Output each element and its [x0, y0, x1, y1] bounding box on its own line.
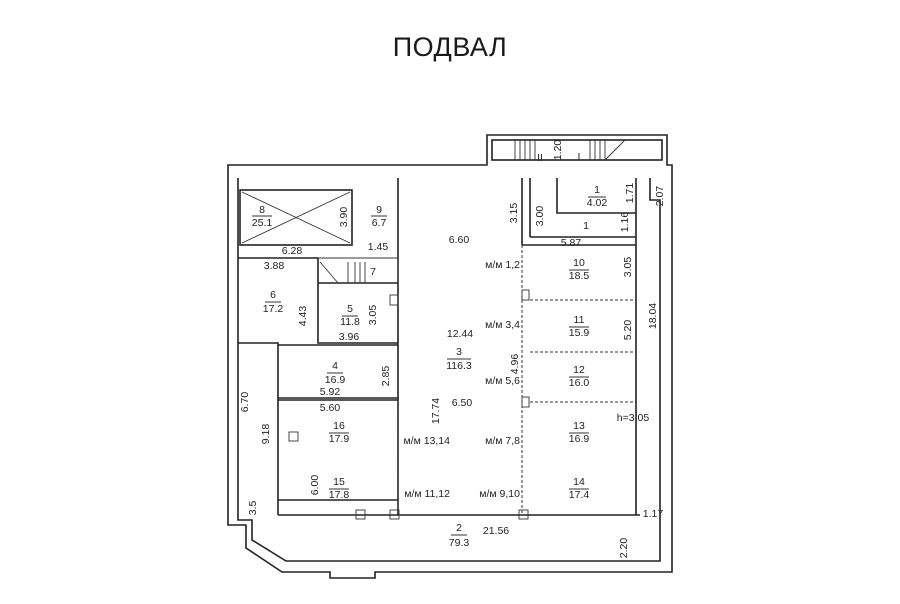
dim-3-00: 3.00	[534, 206, 546, 227]
column	[521, 289, 530, 301]
page-title: ПОДВАЛ	[392, 32, 508, 62]
right-rooms-walls	[522, 178, 637, 515]
fraction-lines	[252, 196, 606, 536]
dim-6-60: 6.60	[449, 234, 470, 246]
dim-1-45: 1.45	[368, 241, 389, 253]
stair-ii-label: II	[537, 152, 543, 164]
room-12-area: 16.0	[569, 377, 590, 389]
room-6-area: 17.2	[263, 303, 284, 315]
dim-1-20: 1.20	[552, 140, 564, 161]
dim-6-70: 6.70	[239, 392, 251, 413]
room-13-area: 16.9	[569, 433, 590, 445]
parking-dividers	[530, 299, 636, 403]
room-14-area: 17.4	[569, 489, 590, 501]
parking-label: м/м 13,14	[403, 435, 450, 447]
column	[355, 509, 366, 520]
parking-label: м/м 9,10	[479, 488, 520, 500]
room-10-area: 18.5	[569, 270, 590, 282]
dim-2-20: 2.20	[618, 538, 630, 559]
dim-6-28: 6.28	[282, 245, 303, 257]
stair-steps	[514, 139, 626, 161]
room-8	[239, 189, 353, 246]
dim-6-50: 6.50	[452, 397, 473, 409]
dim-1-16: 1.16	[619, 212, 631, 233]
dim-6-00: 6.00	[309, 475, 321, 496]
room-6-number: 6	[270, 289, 276, 301]
dim-3-05a: 3.05	[367, 305, 379, 326]
room-1-number: 1	[594, 184, 600, 196]
room-2-number: 2	[456, 522, 462, 534]
room-3-area: 116.3	[446, 360, 472, 372]
dim-21-56: 21.56	[483, 525, 509, 537]
room-5-area: 11.8	[340, 316, 360, 328]
dim-3-88: 3.88	[264, 260, 285, 272]
parking-label: м/м 1,2	[485, 259, 520, 271]
inner-wall	[237, 178, 661, 562]
room-13-number: 13	[573, 420, 585, 432]
dim-3-15: 3.15	[508, 203, 520, 224]
dim-4-43: 4.43	[297, 306, 309, 327]
column	[521, 396, 530, 408]
stair-i-label: I	[578, 151, 581, 163]
dim-1-17: 1.17	[643, 508, 664, 520]
dim-9-18: 9.18	[260, 424, 272, 445]
column	[518, 509, 529, 520]
parking-label: м/м 5,6	[485, 375, 520, 387]
room-3-number: 3	[456, 346, 462, 358]
room-1-area: 4.02	[587, 197, 608, 209]
dim-3-05b: 3.05	[622, 257, 634, 278]
outer-wall	[227, 134, 673, 579]
room-9-area: 6.7	[372, 217, 387, 229]
room-5-number: 5	[347, 303, 353, 315]
room-11-number: 11	[574, 314, 585, 326]
ceiling-height: h=3.05	[617, 412, 650, 424]
dim-4-96: 4.96	[509, 354, 521, 375]
column	[288, 431, 299, 442]
dim-3-90: 3.90	[338, 207, 350, 228]
dim-12-44: 12.44	[447, 328, 473, 340]
dim-2-85: 2.85	[380, 366, 392, 387]
stair-block	[491, 139, 663, 161]
parking-label: м/м 3,4	[485, 319, 520, 331]
column	[389, 294, 399, 306]
room-16-number: 16	[333, 420, 345, 432]
dim-3-5: 3.5	[247, 501, 259, 516]
room-10-number: 10	[573, 257, 585, 269]
room-9-number: 9	[376, 204, 382, 216]
dim-5-60: 5.60	[320, 402, 341, 414]
room-16-area: 17.9	[329, 433, 350, 445]
dim-5-92: 5.92	[320, 386, 341, 398]
room-15-area: 17.8	[329, 489, 350, 501]
dim-3-96: 3.96	[339, 331, 360, 343]
room-1b-number: 1	[583, 220, 589, 232]
room-4-number: 4	[332, 360, 338, 372]
dim-18-04: 18.04	[647, 303, 659, 329]
room-14-number: 14	[573, 476, 585, 488]
stair-7	[318, 257, 399, 284]
dim-2-07: 2.07	[654, 186, 666, 207]
room-15-number: 15	[333, 476, 345, 488]
dim-5-87: 5.87	[561, 237, 582, 249]
dim-1-71: 1.71	[624, 183, 636, 204]
room-11-area: 15.9	[569, 327, 590, 339]
column	[389, 509, 400, 520]
dim-5-20: 5.20	[622, 320, 634, 341]
parking-label: м/м 11,12	[404, 488, 450, 500]
room-7-number: 7	[370, 266, 376, 278]
room-4-area: 16.9	[325, 374, 346, 386]
room-8-number: 8	[259, 204, 265, 216]
room-8-area: 25.1	[252, 217, 273, 229]
shaft-cross	[241, 191, 351, 244]
room-2-area: 79.3	[449, 537, 470, 549]
dim-17-74: 17.74	[430, 398, 442, 424]
parking-label: м/м 7,8	[485, 435, 520, 447]
room-12-number: 12	[573, 364, 585, 376]
